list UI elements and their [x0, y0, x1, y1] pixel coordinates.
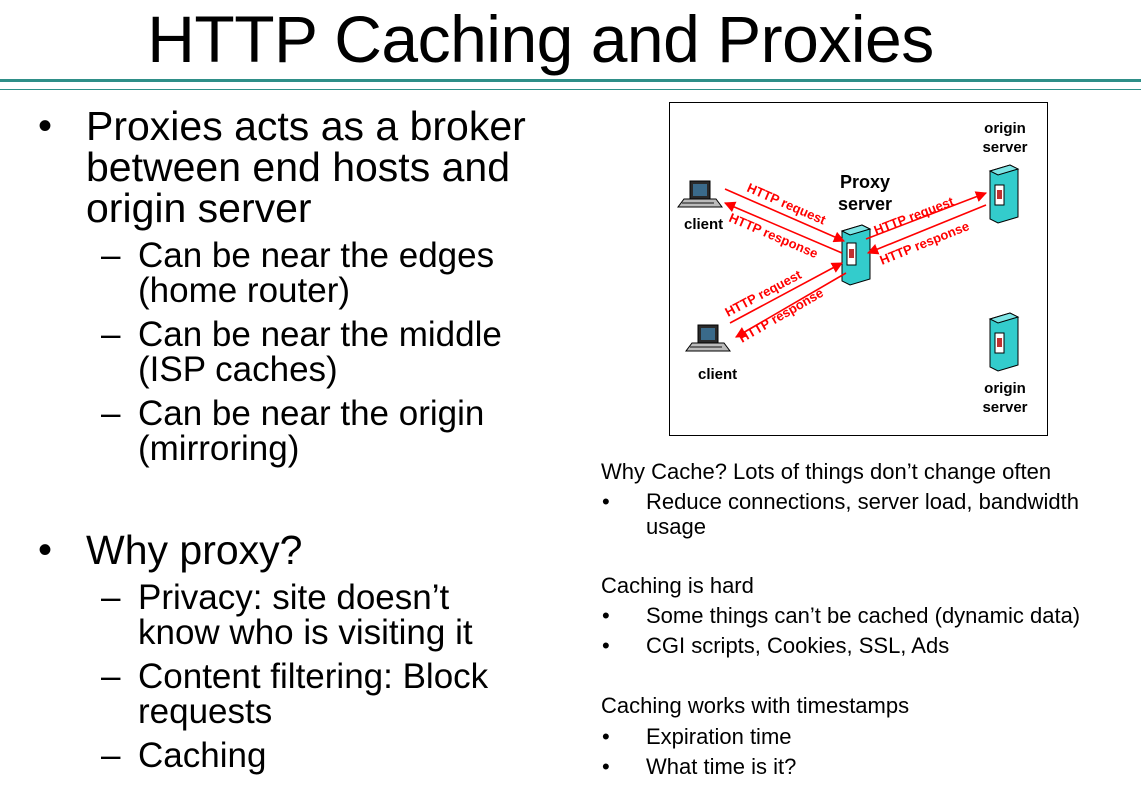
heading-caching-hard: Caching is hard — [601, 573, 754, 598]
title-rule-thin — [0, 89, 1141, 90]
arrow-request — [729, 262, 843, 324]
bullet-why-proxy: Why proxy? — [86, 527, 303, 573]
sub-origin-line-1: Can be near the origin — [138, 394, 485, 433]
heading-why-cache: Why Cache? Lots of things don’t change o… — [601, 459, 1052, 484]
sub-dash: – — [101, 236, 121, 275]
sub-middle-line-1: Can be near the middle — [138, 315, 502, 354]
bullet-dot: • — [602, 603, 610, 628]
diagram-graphics: HTTP request HTTP response HTTP request … — [677, 164, 1020, 372]
bullet-dot: • — [38, 104, 53, 148]
sub-origin-line-2: (mirroring) — [138, 429, 300, 468]
sub-dash: – — [101, 578, 121, 617]
arrow-response — [735, 272, 847, 338]
sub-privacy-line-2: know who is visiting it — [138, 613, 473, 652]
sub-dash: – — [101, 315, 121, 354]
title-rule-thick — [0, 79, 1141, 82]
sub-middle-line-2: (ISP caches) — [138, 350, 338, 389]
label-client-bottom: client — [698, 366, 738, 383]
sub-filtering-line-1: Content filtering: Block — [138, 657, 489, 696]
sub-dash: – — [101, 736, 121, 775]
computer-icon — [685, 324, 731, 352]
sub-caching: Caching — [138, 736, 267, 775]
sub-dash: – — [101, 657, 121, 696]
label-origin-server-top: origin server — [982, 120, 1028, 156]
bullet-dot: • — [38, 528, 53, 572]
heading-timestamps: Caching works with timestamps — [601, 693, 910, 718]
item-cant-cache: Some things can’t be cached (dynamic dat… — [646, 603, 1081, 628]
label-client-top: client — [684, 216, 724, 233]
proxy-diagram: HTTP request HTTP response HTTP request … — [669, 102, 1048, 436]
item-cgi: CGI scripts, Cookies, SSL, Ads — [646, 633, 950, 658]
origin-server-icon — [988, 164, 1020, 224]
proxy-server-icon — [840, 224, 872, 286]
sub-edges-line-2: (home router) — [138, 271, 351, 310]
sub-privacy-line-1: Privacy: site doesn’t — [138, 578, 450, 617]
arrow-request — [865, 191, 988, 240]
bullet-dot: • — [602, 754, 610, 779]
item-reduce-line-2: usage — [646, 514, 706, 539]
item-reduce-line-1: Reduce connections, server load, bandwid… — [646, 489, 1079, 514]
label-proxy-server: Proxy server — [837, 172, 893, 214]
item-what-time: What time is it? — [646, 754, 797, 779]
sub-dash: – — [101, 394, 121, 433]
origin-server-icon — [988, 312, 1020, 372]
bullet-proxies-line-3: origin server — [86, 185, 312, 231]
slide-title: HTTP Caching and Proxies — [147, 2, 934, 76]
computer-icon — [677, 180, 723, 208]
item-expiration: Expiration time — [646, 724, 792, 749]
bullet-dot: • — [602, 489, 610, 514]
bullet-dot: • — [602, 724, 610, 749]
sub-edges-line-1: Can be near the edges — [138, 236, 495, 275]
arrow-response — [866, 204, 987, 255]
sub-filtering-line-2: requests — [138, 692, 273, 731]
arrow-response — [723, 201, 843, 254]
arrow-request — [724, 188, 846, 243]
bullet-proxies-line-1: Proxies acts as a broker — [86, 103, 526, 149]
bullet-proxies-line-2: between end hosts and — [86, 144, 510, 190]
bullet-dot: • — [602, 633, 610, 658]
label-origin-server-bottom: origin server — [982, 380, 1028, 416]
